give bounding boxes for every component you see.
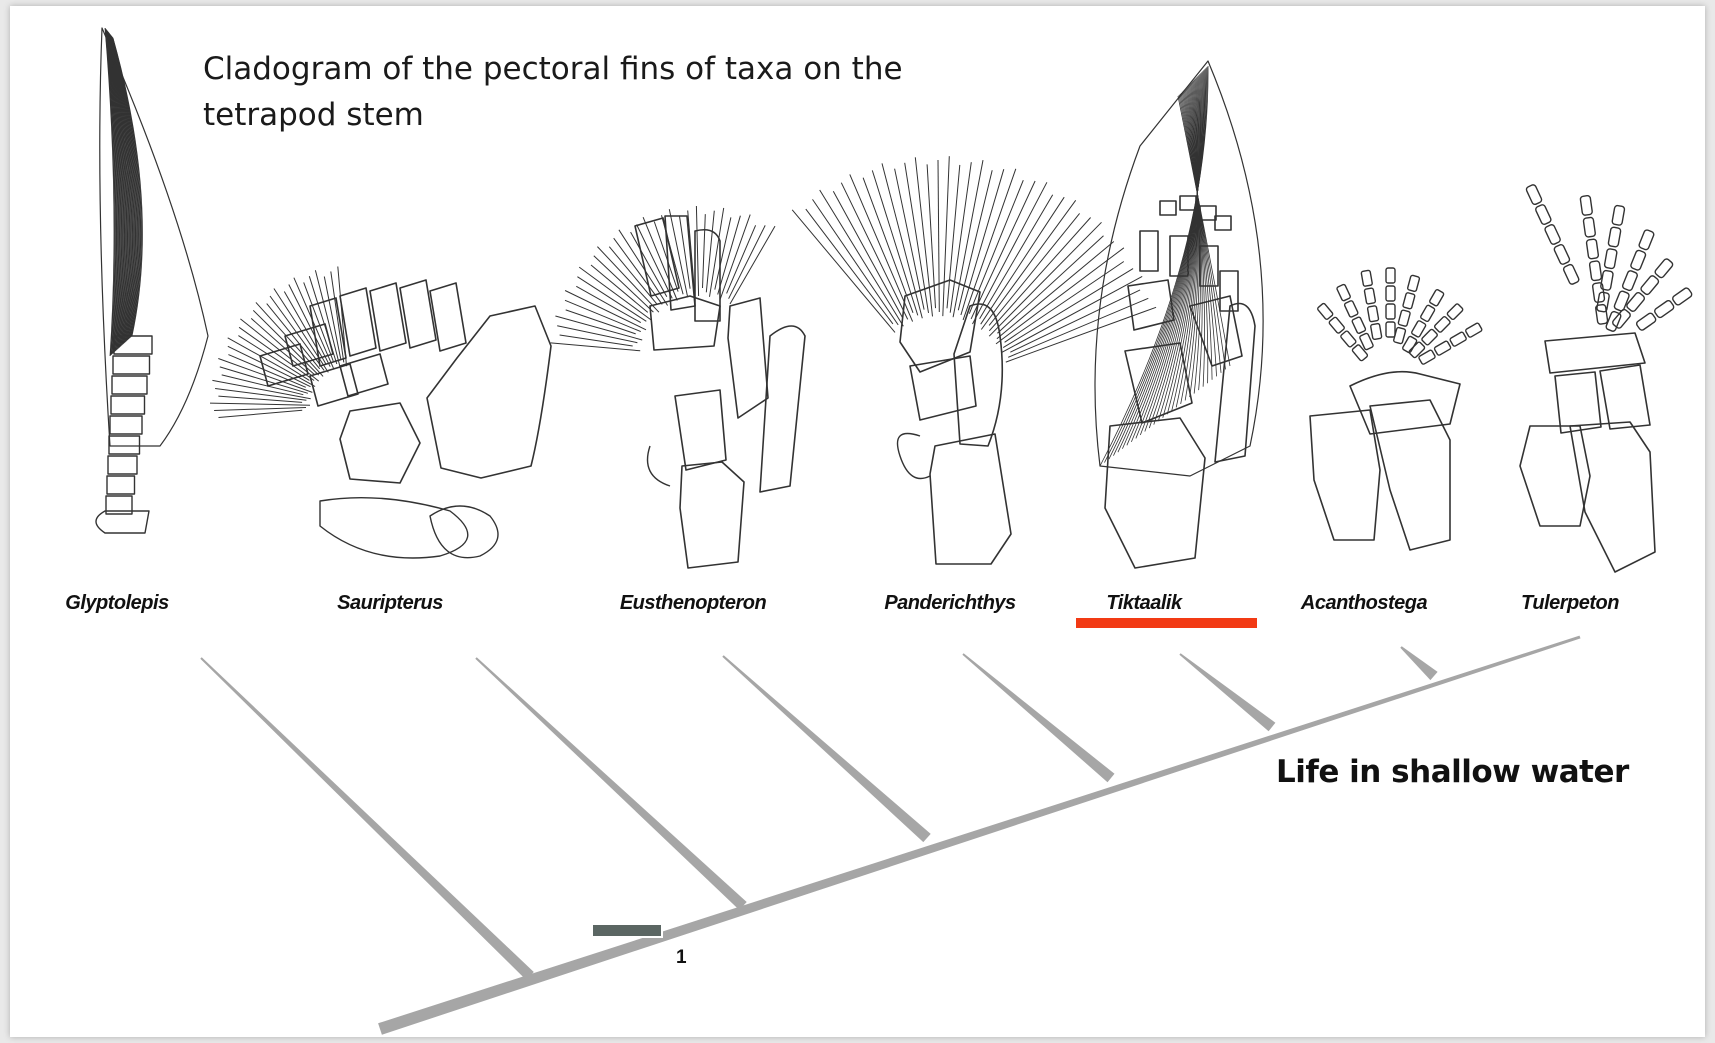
taxon-label-panderichthys: Panderichthys	[884, 592, 1015, 615]
title-line-1: Cladogram of the pectoral fins of taxa o…	[203, 46, 1003, 92]
tiktaalik-fin	[1095, 61, 1263, 568]
branch-tiktaalik	[1179, 653, 1275, 731]
slide: Cladogram of the pectoral fins of taxa o…	[10, 6, 1705, 1037]
eusthenopteron-fin	[551, 206, 805, 568]
taxon-label-acanthostega: Acanthostega	[1301, 592, 1427, 615]
main-stem	[378, 636, 1580, 1035]
tulerpeton-fin	[1520, 184, 1693, 572]
glyptolepis-fin	[96, 28, 208, 533]
life-in-shallow-water-annotation: Life in shallow water	[1276, 754, 1629, 790]
taxon-label-tiktaalik: Tiktaalik	[1106, 592, 1181, 615]
branch-glyptolepis	[200, 657, 534, 980]
title-line-2: tetrapod stem	[203, 92, 1003, 138]
sauripterus-fin	[210, 267, 551, 559]
cladogram-tree	[200, 636, 1580, 1035]
panderichthys-fin	[792, 156, 1156, 564]
acanthostega-fin	[1310, 268, 1483, 550]
taxon-label-tulerpeton: Tulerpeton	[1521, 592, 1619, 615]
branch-panderichthys	[962, 653, 1114, 782]
character-bar	[592, 924, 662, 937]
branch-acanthostega	[1400, 646, 1437, 680]
taxon-label-sauripterus: Sauripterus	[337, 592, 443, 615]
tiktaalik-highlight-underline	[1076, 618, 1257, 628]
branch-eusthenopteron	[722, 655, 930, 842]
cladogram-figure	[10, 6, 1705, 1037]
diagram-title: Cladogram of the pectoral fins of taxa o…	[203, 46, 1003, 138]
branch-sauripterus	[475, 657, 746, 910]
taxon-label-eusthenopteron: Eusthenopteron	[620, 592, 766, 615]
taxon-label-glyptolepis: Glyptolepis	[65, 592, 168, 615]
character-label: 1	[676, 947, 687, 969]
